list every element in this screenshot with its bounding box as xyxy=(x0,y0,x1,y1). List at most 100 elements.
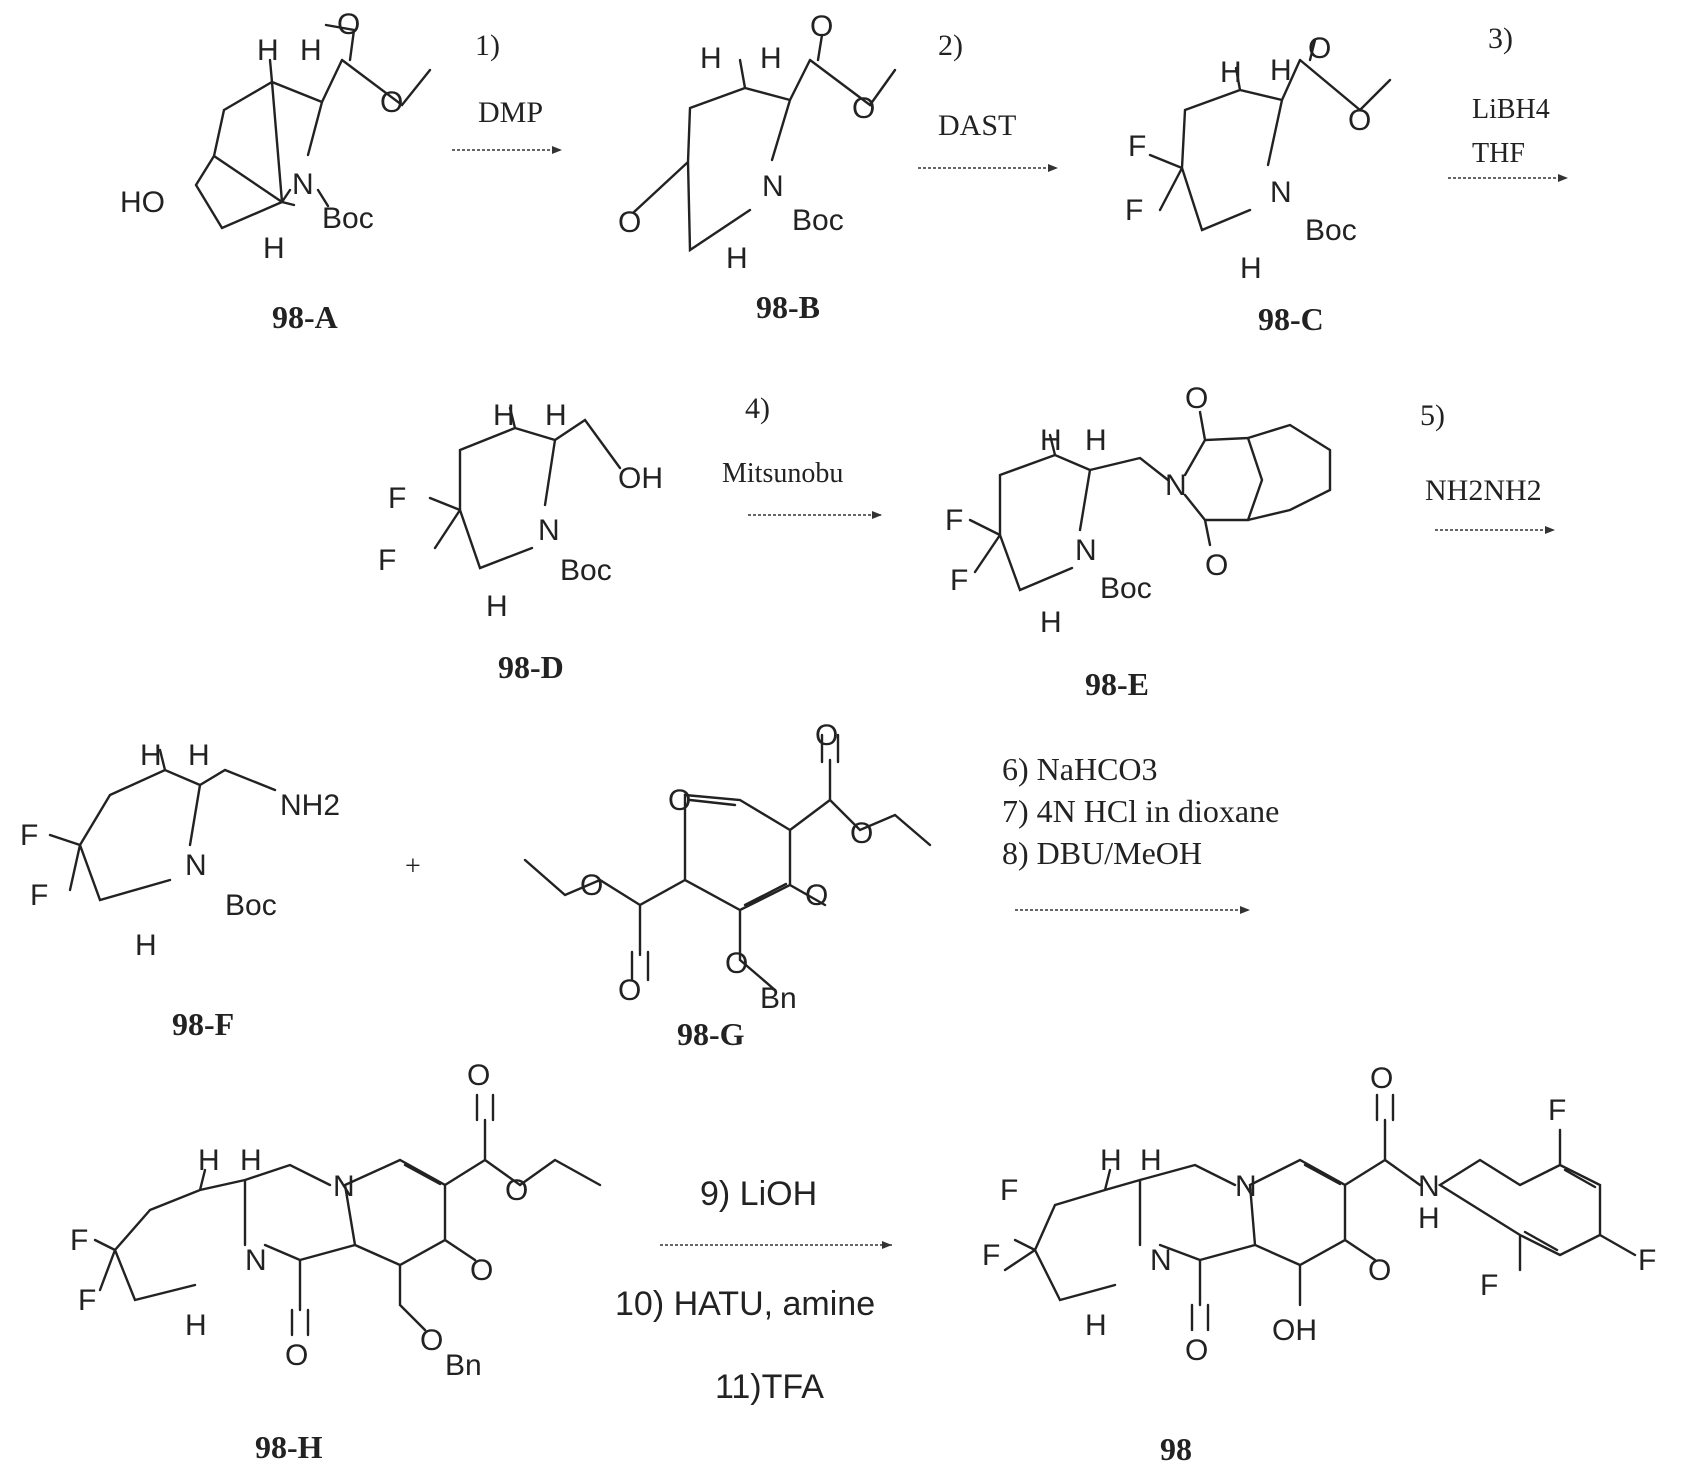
atom-h-label: H xyxy=(726,242,748,275)
boc-label: Boc xyxy=(1305,214,1357,247)
boc-label: Boc xyxy=(560,554,612,587)
compound-98-C-label: 98-C xyxy=(1258,301,1324,337)
structure-98-A: H H O O N Boc HO H 98-A xyxy=(120,8,430,335)
reaction-arrow-step-1: 1) DMP xyxy=(452,29,562,154)
atom-n-label: N xyxy=(245,1244,267,1277)
fluorine-label: F xyxy=(70,1224,88,1257)
atom-o-label: O xyxy=(618,974,641,1007)
atom-o-label: O xyxy=(810,10,833,43)
atom-o-label: O xyxy=(505,1174,528,1207)
atom-h-label: H xyxy=(188,739,210,772)
atom-h-label: H xyxy=(700,42,722,75)
fluorine-label: F xyxy=(78,1284,96,1317)
structure-98-F: H H NH2 N Boc F F H 98-F xyxy=(20,739,340,1042)
step-2-number: 2) xyxy=(938,29,963,62)
atom-h-label: H xyxy=(486,590,508,623)
fluorine-label: F xyxy=(30,879,48,912)
compound-98-label: 98 xyxy=(1160,1431,1192,1467)
reaction-arrow-steps-9-11: 9) LiOH 10) HATU, amine 11)TFA xyxy=(615,1175,892,1406)
benzyl-label: Bn xyxy=(760,982,797,1015)
step-1-number: 1) xyxy=(475,29,500,62)
fluorine-label: F xyxy=(1638,1244,1656,1277)
step-8-reagent: 8) DBU/MeOH xyxy=(1002,835,1202,871)
atom-n-label: N xyxy=(1075,534,1097,567)
amine-label: NH2 xyxy=(280,789,340,822)
step-10-reagent: 10) HATU, amine xyxy=(615,1285,875,1323)
atom-o-label: O xyxy=(580,869,603,902)
atom-o-label: O xyxy=(1370,1062,1393,1095)
atom-n-label: N xyxy=(538,514,560,547)
step-9-reagent: 9) LiOH xyxy=(700,1175,817,1213)
imide-n-label: N xyxy=(1165,469,1187,502)
atom-h-label: H xyxy=(135,929,157,962)
step-5-reagent: NH2NH2 xyxy=(1425,474,1542,507)
step-4-reagent: Mitsunobu xyxy=(722,458,843,489)
structure-98-C: H H O O N Boc F F H 98-C xyxy=(1125,32,1390,337)
fluorine-label: F xyxy=(1548,1094,1566,1127)
benzyl-label: Bn xyxy=(445,1349,482,1382)
structure-98: H H N O N H F F F O OH N O F F H 98 xyxy=(982,1062,1656,1467)
atom-h-label: H xyxy=(1100,1144,1122,1177)
atom-h-label: H xyxy=(1240,252,1262,285)
structure-98-B: H H O O N Boc O H 98-B xyxy=(618,10,895,325)
atom-n-label: N xyxy=(185,849,207,882)
atom-h-label: H xyxy=(493,399,515,432)
structure-98-D: H H OH N Boc F F H 98-D xyxy=(378,399,663,685)
fluorine-label: F xyxy=(388,482,406,515)
step-2-reagent: DAST xyxy=(938,109,1016,142)
plus-sign: + xyxy=(405,851,421,882)
hydroxyl-label: OH xyxy=(618,462,663,495)
atom-h-label: H xyxy=(240,1144,262,1177)
atom-n-label: N xyxy=(1235,1170,1257,1203)
fluorine-label: F xyxy=(20,819,38,852)
reaction-arrow-step-4: 4) Mitsunobu xyxy=(722,392,882,519)
atom-h-label: H xyxy=(1085,1309,1107,1342)
amide-n-label: N xyxy=(1418,1170,1440,1203)
fluorine-label: F xyxy=(950,564,968,597)
compound-98-B-label: 98-B xyxy=(756,289,820,325)
atom-o-label: O xyxy=(1348,104,1371,137)
boc-label: Boc xyxy=(322,202,374,235)
step-11-reagent: 11)TFA xyxy=(715,1368,824,1406)
reaction-arrow-steps-6-8: 6) NaHCO3 7) 4N HCl in dioxane 8) DBU/Me… xyxy=(1002,751,1279,914)
compound-98-E-label: 98-E xyxy=(1085,666,1149,702)
fluorine-label: F xyxy=(1128,130,1146,163)
atom-n-label: N xyxy=(762,170,784,203)
atom-o-label: O xyxy=(1205,549,1228,582)
fluorine-label: F xyxy=(1480,1269,1498,1302)
compound-98-D-label: 98-D xyxy=(498,649,564,685)
atom-o-label: O xyxy=(337,8,360,41)
step-3-number: 3) xyxy=(1488,22,1513,55)
atom-h-label: H xyxy=(1220,56,1242,89)
atom-h-label: H xyxy=(300,34,322,67)
compound-98-F-label: 98-F xyxy=(172,1006,234,1042)
fluorine-label: F xyxy=(982,1239,1000,1272)
atom-o-label: O xyxy=(380,86,403,119)
hydroxyl-label: OH xyxy=(1272,1314,1317,1347)
ketone-o-label: O xyxy=(618,206,641,239)
atom-o-label: O xyxy=(815,719,838,752)
step-3-reagent: LiBH4 xyxy=(1472,94,1550,125)
atom-h-label: H xyxy=(760,42,782,75)
atom-h-label: H xyxy=(185,1309,207,1342)
atom-h-label: H xyxy=(140,739,162,772)
atom-h-label: H xyxy=(198,1144,220,1177)
atom-o-label: O xyxy=(725,947,748,980)
fluorine-label: F xyxy=(1000,1174,1018,1207)
reaction-arrow-step-5: 5) NH2NH2 xyxy=(1420,399,1555,534)
atom-h-label: H xyxy=(1140,1144,1162,1177)
compound-98-G-label: 98-G xyxy=(677,1016,745,1052)
atom-o-label: O xyxy=(1308,32,1331,65)
boc-label: Boc xyxy=(1100,572,1152,605)
atom-o-label: O xyxy=(467,1059,490,1092)
atom-o-label: O xyxy=(420,1324,443,1357)
ketone-o-label: O xyxy=(805,879,828,912)
step-6-reagent: 6) NaHCO3 xyxy=(1002,751,1158,787)
boc-label: Boc xyxy=(792,204,844,237)
atom-h-label: H xyxy=(1085,424,1107,457)
fluorine-label: F xyxy=(945,504,963,537)
fluorine-label: F xyxy=(378,544,396,577)
atom-n-label: N xyxy=(1150,1244,1172,1277)
amide-h-label: H xyxy=(1418,1202,1440,1235)
